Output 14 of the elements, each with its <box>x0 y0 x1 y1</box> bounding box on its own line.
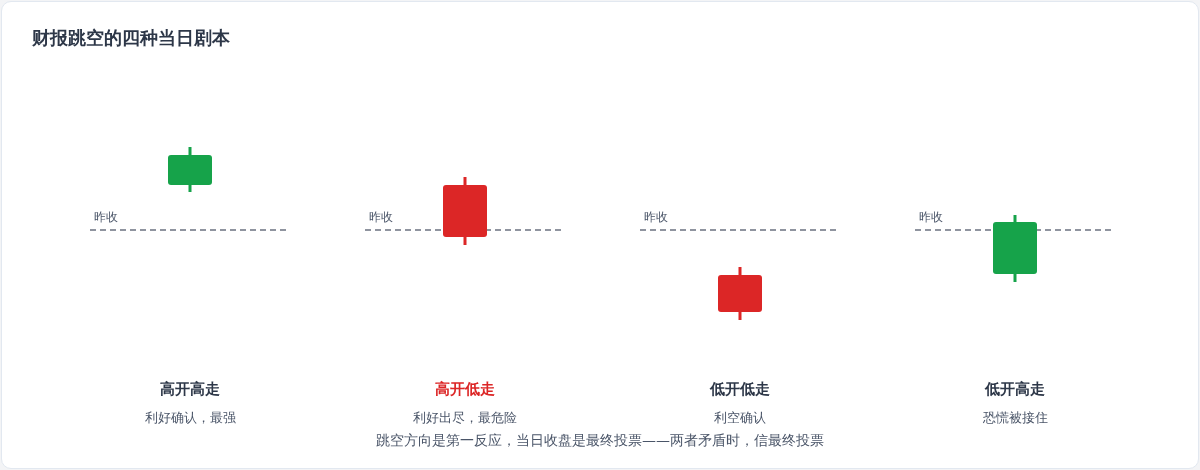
reference-label: 昨收 <box>644 209 668 226</box>
scenario-description: 利好确认，最强 <box>144 410 236 427</box>
scenario-title: 低开低走 <box>710 380 770 399</box>
reference-label: 昨收 <box>94 209 118 226</box>
diagram-title: 财报跳空的四种当日剧本 <box>32 26 230 50</box>
reference-label: 昨收 <box>919 209 943 226</box>
caption: 跳空方向是第一反应，当日收盘是最终投票——两者矛盾时，信最终投票 <box>376 432 824 450</box>
scenario-description: 利好出尽，最危险 <box>413 410 517 427</box>
scenario-title: 高开高走 <box>160 380 220 399</box>
scenario-title: 高开低走 <box>435 380 495 399</box>
scenario-description: 恐慌被接住 <box>982 410 1048 427</box>
scenario-title: 低开高走 <box>985 380 1045 399</box>
reference-label: 昨收 <box>369 209 393 226</box>
scenario-description: 利空确认 <box>714 410 766 427</box>
